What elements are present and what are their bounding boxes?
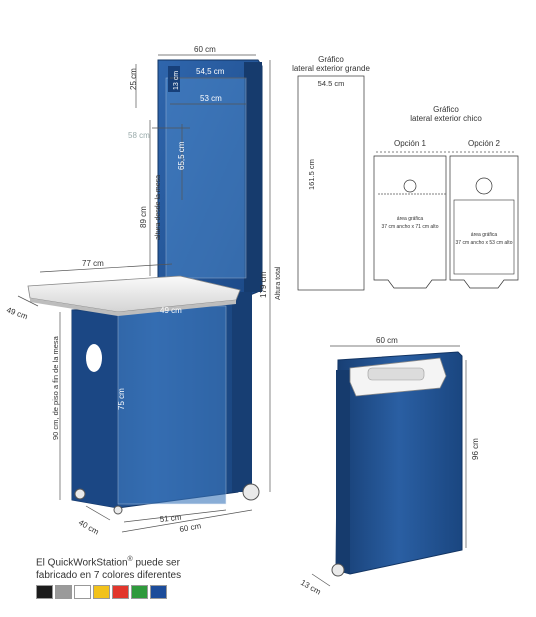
- folded-height: 96 cm: [471, 438, 480, 460]
- graphic-large-subtitle: lateral exterior grande: [292, 64, 370, 73]
- option-2-label: Opción 2: [468, 139, 501, 148]
- option-2-area: área gráfica: [471, 232, 498, 238]
- color-swatches: [36, 585, 167, 599]
- dim-label: altura desde la mesa: [155, 175, 162, 240]
- graphic-small: Gráfico lateral exterior chico Opción 1 …: [373, 105, 519, 289]
- caption-line2: fabricado en 7 colores diferentes: [36, 570, 182, 582]
- option-1-area: área gráfica: [397, 216, 424, 222]
- dim-label: 75 cm: [117, 388, 126, 410]
- dim-label: 90 cm, de piso a fin de la mesa: [51, 335, 60, 440]
- dim-label: 54,5 cm: [196, 67, 225, 76]
- color-swatch: [131, 585, 148, 599]
- dim-line: [123, 509, 227, 523]
- wheel: [242, 483, 260, 501]
- handle-slot: [168, 66, 180, 92]
- dim-label: 25 cm: [129, 68, 138, 90]
- dim-line: [17, 295, 39, 307]
- option-1-outline: [373, 155, 447, 289]
- color-swatch: [93, 585, 110, 599]
- cabinet-side: [72, 310, 118, 508]
- folded-side: [336, 370, 350, 574]
- color-swatch: [55, 585, 72, 599]
- option-2-hole: [475, 177, 493, 195]
- graphic-large-outline: [297, 75, 365, 291]
- dim-line: [39, 263, 173, 273]
- rear-column: [232, 292, 252, 492]
- caption-brand: El QuickWorkStation: [36, 557, 128, 569]
- handle-hole: [86, 344, 102, 372]
- dim-label: 51 cm: [159, 513, 182, 524]
- option-2-size: 37 cm ancho x 53 cm alto: [456, 240, 513, 246]
- color-swatch: [74, 585, 91, 599]
- dim-line: [311, 573, 331, 587]
- front-graphic-area: [117, 305, 227, 505]
- dim-label: 53 cm: [200, 94, 222, 103]
- table-edge: [30, 298, 236, 316]
- wheel: [331, 563, 345, 577]
- dim-label: 65,5 cm: [177, 141, 186, 170]
- graphic-large-title: Gráfico: [318, 55, 344, 64]
- color-swatch: [150, 585, 167, 599]
- graphic-large: Gráfico lateral exterior grande 54.5 cm …: [292, 55, 370, 291]
- wheel: [74, 488, 86, 500]
- option-2-area-box: [453, 199, 515, 275]
- dim-label: 77 cm: [82, 259, 104, 268]
- wheel: [113, 505, 123, 515]
- dim-label: 49 cm: [160, 306, 182, 315]
- caption-text: puede ser: [132, 557, 180, 569]
- option-1-hole: [403, 179, 417, 193]
- workstation-folded: 60 cm 96 cm 13 cm: [299, 336, 480, 597]
- registered-mark: ®: [127, 556, 133, 563]
- option-1-size: 37 cm ancho x 71 cm alto: [382, 224, 439, 230]
- dim-label: 60 cm: [194, 45, 216, 54]
- folded-depth: 13 cm: [299, 578, 323, 597]
- dim-label: Altura total: [275, 266, 282, 300]
- color-caption: El QuickWorkStation® puede ser fabricado…: [36, 553, 236, 582]
- graphic-large-height: 161.5 cm: [307, 159, 316, 190]
- dim-label: 60 cm: [179, 521, 202, 534]
- dim-label: 179 cm: [259, 271, 268, 298]
- color-swatch: [36, 585, 53, 599]
- panel-side-edge: [244, 62, 262, 292]
- dim-label: 13 cm: [173, 71, 180, 90]
- workstation-unfolded: 60 cm 54,5 cm 53 cm 13 cm 25 cm 58 cm 65…: [5, 45, 282, 537]
- color-swatch: [112, 585, 129, 599]
- option-1-label: Opción 1: [394, 139, 427, 148]
- graphic-large-width: 54.5 cm: [318, 79, 345, 88]
- dim-label: 40 cm: [77, 518, 101, 537]
- graphic-small-subtitle: lateral exterior chico: [410, 114, 482, 123]
- graphic-small-title: Gráfico: [433, 105, 459, 114]
- dim-label: 58 cm: [128, 131, 150, 140]
- dim-line: [85, 505, 111, 521]
- dim-label: 89 cm: [139, 206, 148, 228]
- panel-graphic-area: [165, 77, 247, 279]
- dim-label: 49 cm: [5, 305, 29, 321]
- dim-line: [121, 509, 253, 533]
- folded-width: 60 cm: [376, 336, 398, 345]
- handle-grip: [367, 367, 425, 381]
